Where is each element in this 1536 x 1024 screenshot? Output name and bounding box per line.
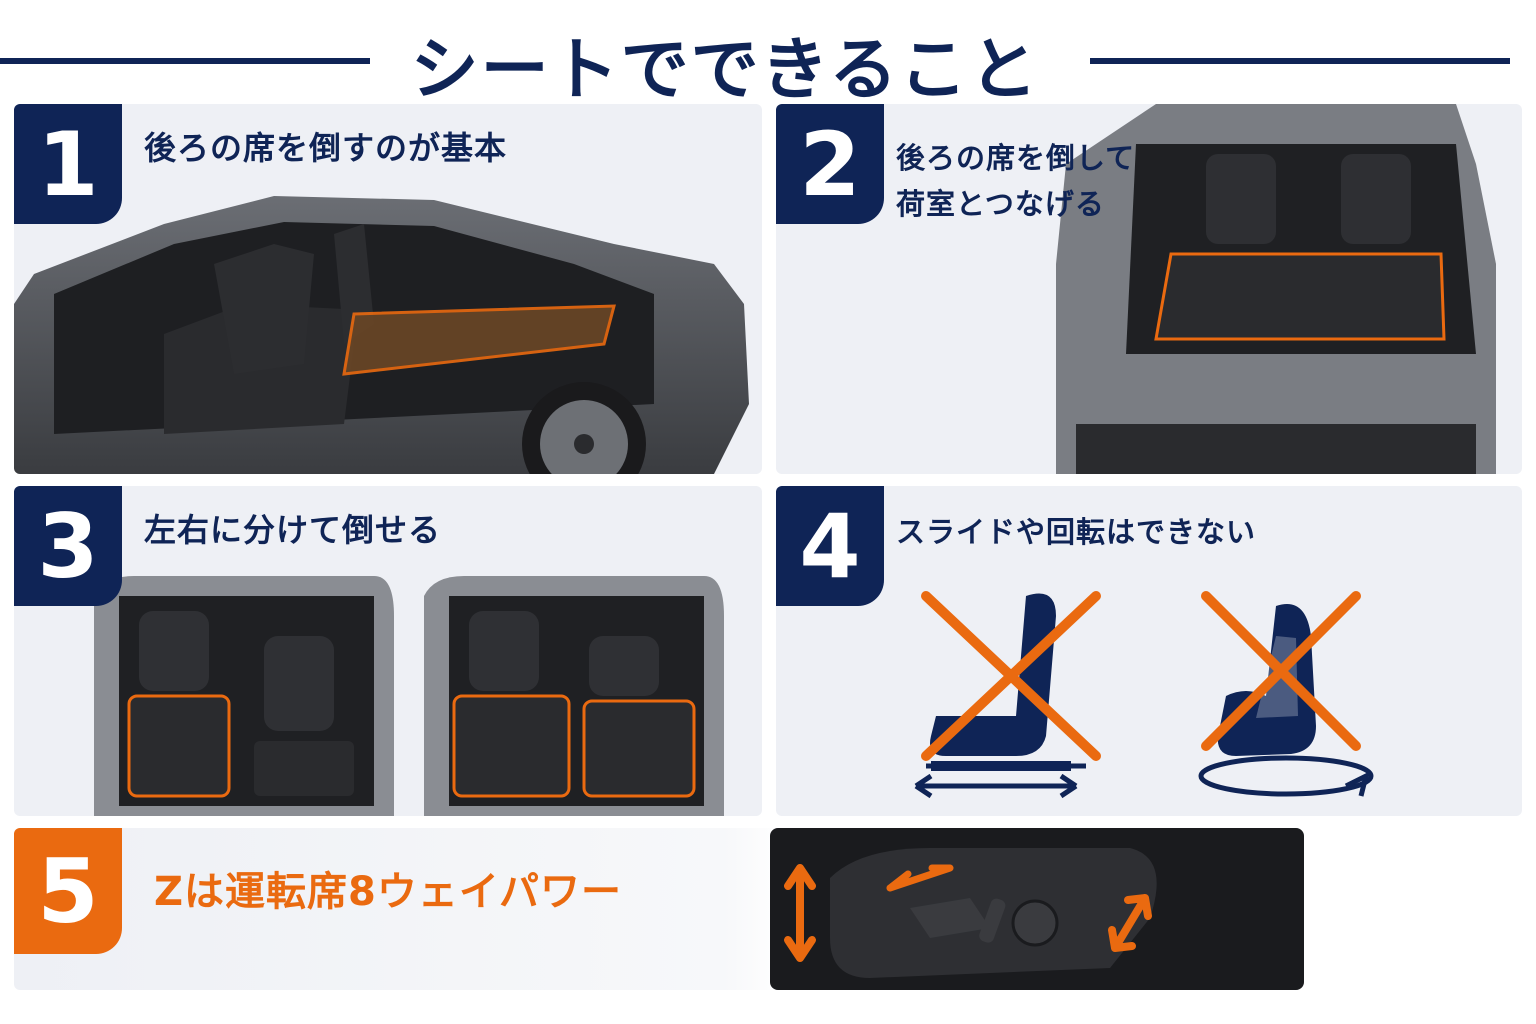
panel-title-2-line-2: 荷室とつなげる [896, 187, 1105, 221]
panel-number-2: 2 [776, 104, 884, 224]
folded-seat-highlight [342, 304, 616, 376]
split-seat-left [94, 576, 394, 816]
panel-number-1: 1 [14, 104, 122, 224]
header-rule-right [1090, 58, 1510, 64]
cross-icon [921, 591, 1101, 761]
power-seat-controls-illustration [770, 828, 1304, 990]
panel-number-4: 4 [776, 486, 884, 606]
panel-title-2-line-1: 後ろの席を倒して [896, 141, 1136, 175]
seat-slide-icon [914, 591, 1101, 799]
panel-title-1: 後ろの席を倒すのが基本 [144, 129, 508, 167]
split-seat-right [424, 576, 724, 816]
panel-title-3: 左右に分けて倒せる [144, 511, 442, 549]
panel-5: 5 Zは運転席8ウェイパワー [14, 828, 1304, 990]
page-title: シートでできること [410, 31, 1040, 110]
seat-rotate-icon [1198, 591, 1374, 797]
panel-4: 4 スライドや回転はできない [776, 486, 1522, 816]
panel-title-4: スライドや回転はできない [896, 515, 1257, 549]
panel-title-5: Zは運転席8ウェイパワー [154, 869, 623, 915]
car-rear-illustration [1056, 104, 1496, 474]
cross-icon [1201, 591, 1361, 751]
seat-split-illustration [94, 576, 724, 816]
cargo-floor-highlight [1154, 252, 1446, 341]
panel-number-5: 5 [14, 828, 122, 954]
panel-1: 1 後ろの席を倒すのが基本 [14, 104, 762, 474]
panel-2: 2 後ろの席を倒して 荷室とつなげる [776, 104, 1522, 474]
panel-3: 3 左右に分けて倒せる [14, 486, 762, 816]
panel-number-3: 3 [14, 486, 122, 606]
header-rule-left [0, 58, 370, 64]
car-side-illustration [14, 196, 749, 474]
